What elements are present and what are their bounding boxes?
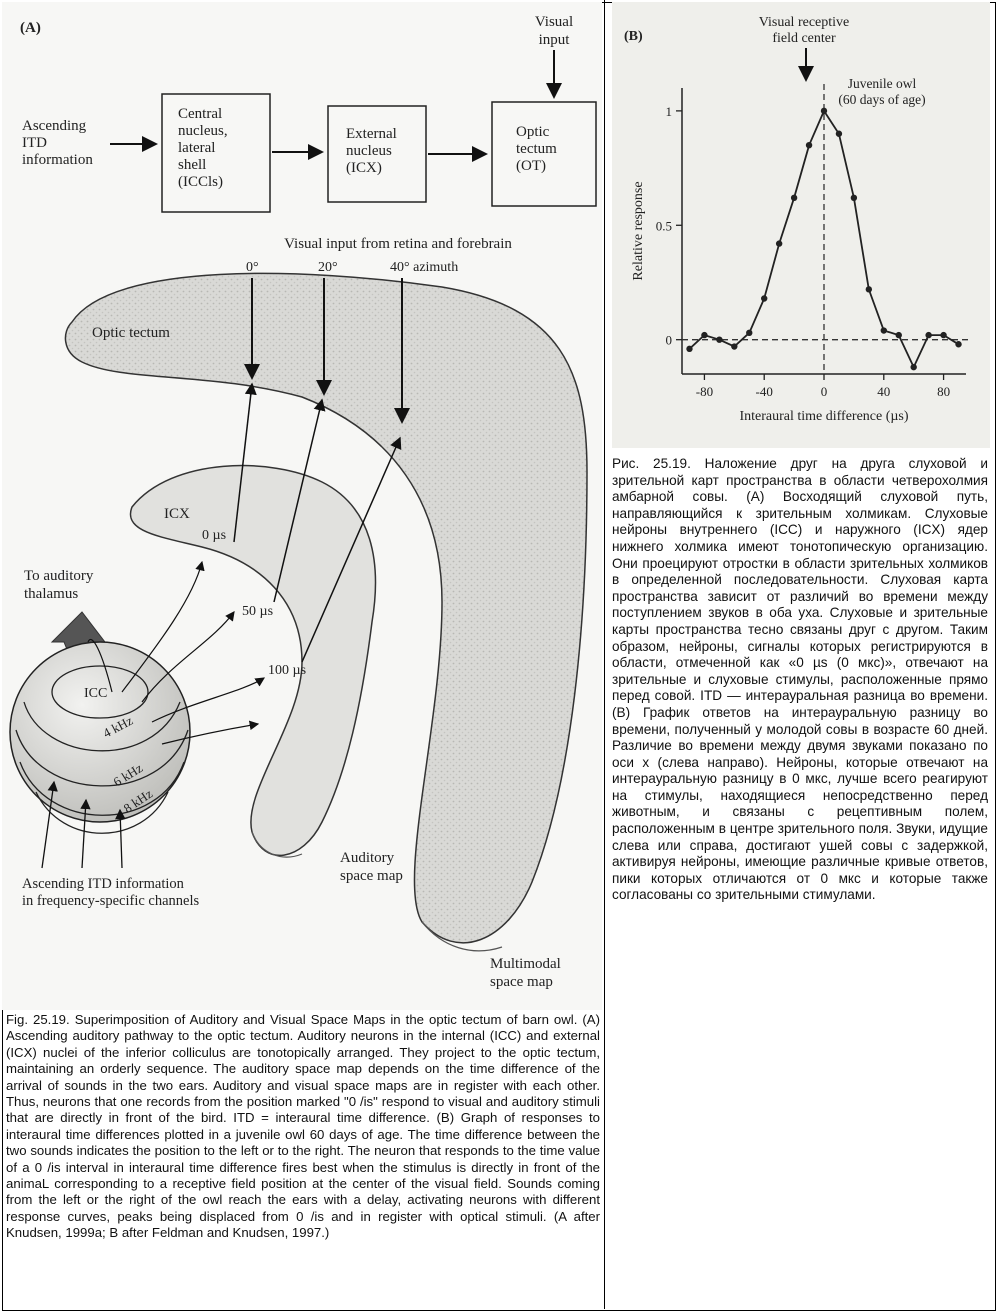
to-auditory-thalamus-line2: thalamus: [24, 586, 78, 602]
y-tick-label-0: 0: [666, 333, 673, 348]
caption-english: Fig. 25.19. Superimposition of Auditory …: [6, 1012, 600, 1242]
azimuth-40-label: 40° azimuth: [390, 260, 458, 275]
data-point-8: [806, 142, 812, 148]
label-0us: 0 µs: [202, 528, 226, 543]
data-point-15: [910, 364, 916, 370]
data-point-0: [686, 346, 692, 352]
optic-tectum-label: Optic tectum: [92, 325, 170, 341]
data-point-13: [881, 327, 887, 333]
icx-line2: nucleus: [346, 143, 392, 159]
panel-label-b: (B): [624, 29, 643, 44]
visual-input-retina: Visual input from retina and forebrain: [284, 236, 512, 252]
icx-line3: (ICX): [346, 160, 382, 176]
y-axis-label: Relative response: [631, 181, 646, 280]
label-100us: 100 µs: [268, 663, 306, 678]
annotation-center-line2: field center: [772, 31, 836, 46]
figure-a: (A) Visual input Ascending ITD informati…: [2, 2, 602, 1010]
data-point-5: [761, 295, 767, 301]
icx-line1: External: [346, 126, 397, 142]
auditory-space-map-shape: [130, 466, 375, 856]
to-auditory-thalamus-line1: To auditory: [24, 568, 94, 584]
data-point-2: [716, 336, 722, 342]
x-tick-label-0: -80: [696, 384, 713, 399]
auditory-space-map-line2: space map: [340, 868, 403, 884]
iccls-line3: lateral: [178, 140, 215, 156]
caption-russian: Рис. 25.19. Наложение друг на друга слух…: [612, 456, 988, 904]
panel-label-a: (A): [20, 20, 41, 36]
y-tick-label-2: 1: [666, 104, 673, 119]
data-point-6: [776, 240, 782, 246]
iccls-line4: shell: [178, 157, 206, 173]
ascending-itd-line2: ITD: [22, 135, 47, 151]
y-tick-label-1: 0.5: [656, 218, 672, 233]
data-point-7: [791, 195, 797, 201]
x-tick-label-3: 40: [877, 384, 890, 399]
data-point-12: [866, 286, 872, 292]
figure-b-chart: (B) Visual receptive field center Juveni…: [612, 2, 990, 448]
column-divider: [604, 0, 605, 1309]
ascending-itd-line3: information: [22, 152, 93, 168]
icc-label: ICC: [84, 686, 107, 701]
data-point-14: [896, 332, 902, 338]
annotation-owl-line2: (60 days of age): [838, 92, 925, 107]
ascending-channels-line2: in frequency-specific channels: [22, 893, 199, 909]
multimodal-space-map-line1: Multimodal: [490, 956, 561, 972]
data-point-16: [925, 332, 931, 338]
x-tick-label-1: -40: [756, 384, 773, 399]
data-point-3: [731, 343, 737, 349]
azimuth-20-label: 20°: [318, 260, 338, 275]
data-point-11: [851, 195, 857, 201]
ot-line2: tectum: [516, 141, 557, 157]
x-axis-label: Interaural time difference (µs): [739, 409, 908, 424]
ot-line3: (OT): [516, 158, 546, 174]
multimodal-space-map-line2: space map: [490, 974, 553, 990]
label-50us: 50 µs: [242, 604, 273, 619]
x-tick-label-2: 0: [821, 384, 828, 399]
iccls-line5: (ICCls): [178, 174, 223, 190]
annotation-owl-line1: Juvenile owl: [848, 76, 917, 91]
data-point-4: [746, 330, 752, 336]
ot-line1: Optic: [516, 124, 550, 140]
data-point-9: [821, 108, 827, 114]
data-point-17: [940, 332, 946, 338]
ascending-itd-line1: Ascending: [22, 118, 87, 134]
annotation-center-line1: Visual receptive: [759, 15, 850, 30]
visual-input-line2: input: [539, 32, 571, 48]
figure-a-svg: (A) Visual input Ascending ITD informati…: [2, 2, 602, 1010]
iccls-line1: Central: [178, 106, 222, 122]
x-tick-label-4: 80: [937, 384, 950, 399]
icx-shape-label: ICX: [164, 506, 190, 522]
visual-input-line1: Visual: [535, 14, 573, 30]
iccls-line2: nucleus,: [178, 123, 228, 139]
data-point-1: [701, 332, 707, 338]
data-point-18: [955, 341, 961, 347]
figure-b: (B) Visual receptive field center Juveni…: [612, 2, 990, 448]
auditory-space-map-line1: Auditory: [340, 850, 395, 866]
ascending-channels-line1: Ascending ITD information: [22, 876, 185, 892]
data-point-10: [836, 131, 842, 137]
